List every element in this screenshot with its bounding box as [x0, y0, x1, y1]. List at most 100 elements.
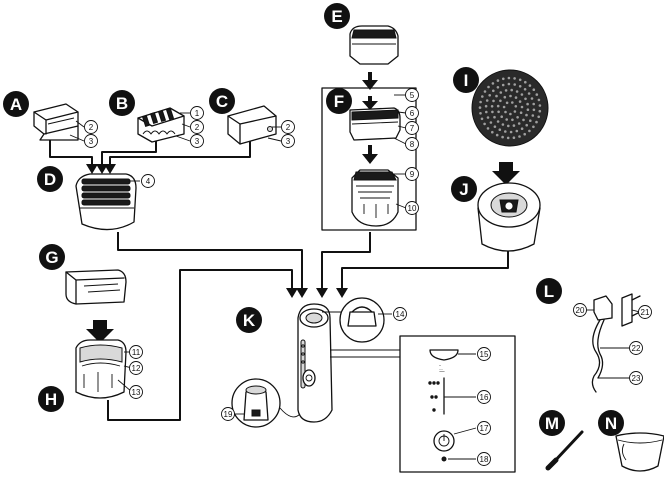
callout-number: 2	[89, 123, 94, 132]
callout-number: 7	[410, 124, 415, 133]
badge-i: I	[453, 67, 479, 93]
badge-label: E	[331, 7, 342, 26]
badge-h: H	[38, 386, 64, 412]
badge-label: M	[545, 414, 559, 433]
callout-number: 8	[410, 140, 415, 149]
badge-label: H	[45, 390, 57, 409]
letter-badges: A B C D E F G H I J K L M N	[3, 3, 624, 436]
badge-label: L	[544, 282, 554, 301]
badge-label: D	[44, 170, 56, 189]
badge-label: B	[116, 94, 128, 113]
exfoliation-head-B	[137, 107, 191, 143]
callout-16: 16	[477, 390, 491, 404]
badge-d: D	[37, 166, 63, 192]
callout-17: 17	[477, 421, 491, 435]
callout-14: 14	[393, 307, 407, 321]
connection-paths	[49, 140, 509, 421]
callout-number: 18	[480, 455, 489, 464]
callout-number: 2	[195, 123, 200, 132]
callout-11: 11	[129, 345, 143, 359]
callout-23: 23	[629, 371, 643, 385]
callout-5: 5	[405, 88, 419, 102]
callout-19: 19	[221, 407, 235, 421]
badge-label: G	[45, 248, 58, 267]
callout-number: 17	[480, 424, 489, 433]
callout-15: 15	[477, 347, 491, 361]
controls-panel: ·̀͟·	[399, 335, 516, 473]
callout-22: 22	[629, 341, 643, 355]
callout-2: 2	[281, 120, 295, 134]
callout-number: 23	[632, 374, 641, 383]
callout-number: 22	[632, 344, 641, 353]
badge-g: G	[39, 244, 65, 270]
badge-label: C	[216, 92, 228, 111]
cap-G	[65, 269, 127, 305]
callout-number: 3	[195, 137, 200, 146]
brush-base-J	[477, 182, 541, 252]
callout-number: 20	[576, 306, 585, 315]
badge-k: K	[236, 307, 262, 333]
callout-2: 2	[190, 120, 204, 134]
badge-label: K	[243, 311, 256, 330]
shaver-group-F	[321, 87, 417, 231]
callout-number: 19	[224, 410, 233, 419]
callout-3: 3	[190, 134, 204, 148]
detail-14	[339, 297, 392, 343]
callout-number: 11	[132, 348, 141, 357]
cap-C	[227, 105, 282, 145]
callout-number: 3	[286, 137, 291, 146]
badge-m: M	[539, 410, 565, 436]
brush-head-I	[471, 69, 549, 147]
callout-number: 14	[396, 310, 405, 319]
callout-number: 2	[286, 123, 291, 132]
callout-3: 3	[281, 134, 295, 148]
badge-label: F	[334, 92, 344, 111]
cleaning-brush-M	[545, 430, 584, 471]
badge-label: A	[10, 95, 22, 114]
callout-4: 4	[141, 174, 155, 188]
callout-10: 10	[405, 201, 419, 215]
callout-number: 9	[410, 170, 415, 179]
callout-13: 13	[129, 385, 143, 399]
callout-number: 16	[480, 393, 489, 402]
main-handle-K	[297, 303, 400, 423]
badge-label: J	[459, 180, 468, 199]
callout-9: 9	[405, 167, 419, 181]
callout-number: 12	[132, 364, 141, 373]
callout-number: 3	[89, 137, 94, 146]
flow-arrows	[86, 72, 520, 343]
svg-text:·̀͟·: ·̀͟·	[439, 366, 445, 373]
callout-number: 4	[146, 177, 151, 186]
callout-number: 6	[410, 109, 415, 118]
callout-2: 2	[84, 120, 98, 134]
callout-number: 21	[641, 308, 650, 317]
callout-21: 21	[638, 305, 652, 319]
callout-8: 8	[405, 137, 419, 151]
callout-7: 7	[405, 121, 419, 135]
badge-l: L	[536, 278, 562, 304]
callout-3: 3	[84, 134, 98, 148]
pouch-N	[615, 432, 664, 472]
callout-number: 10	[408, 204, 417, 213]
badge-c: C	[209, 88, 235, 114]
callout-number: 1	[195, 109, 200, 118]
cap-A	[33, 103, 85, 142]
callout-12: 12	[129, 361, 143, 375]
callout-number: 15	[480, 350, 489, 359]
callout-number: 13	[132, 388, 141, 397]
head-H	[75, 339, 133, 399]
detail-19	[231, 378, 301, 428]
badge-label: N	[605, 414, 617, 433]
callout-1: 1	[190, 106, 204, 120]
callout-20: 20	[573, 303, 587, 317]
badge-j: J	[451, 176, 477, 202]
badge-a: A	[3, 91, 29, 117]
charger-L	[586, 293, 641, 393]
badge-label: I	[464, 71, 469, 90]
badge-b: B	[109, 90, 135, 116]
callout-number: 5	[410, 91, 415, 100]
badge-e: E	[324, 3, 350, 29]
callout-6: 6	[405, 106, 419, 120]
